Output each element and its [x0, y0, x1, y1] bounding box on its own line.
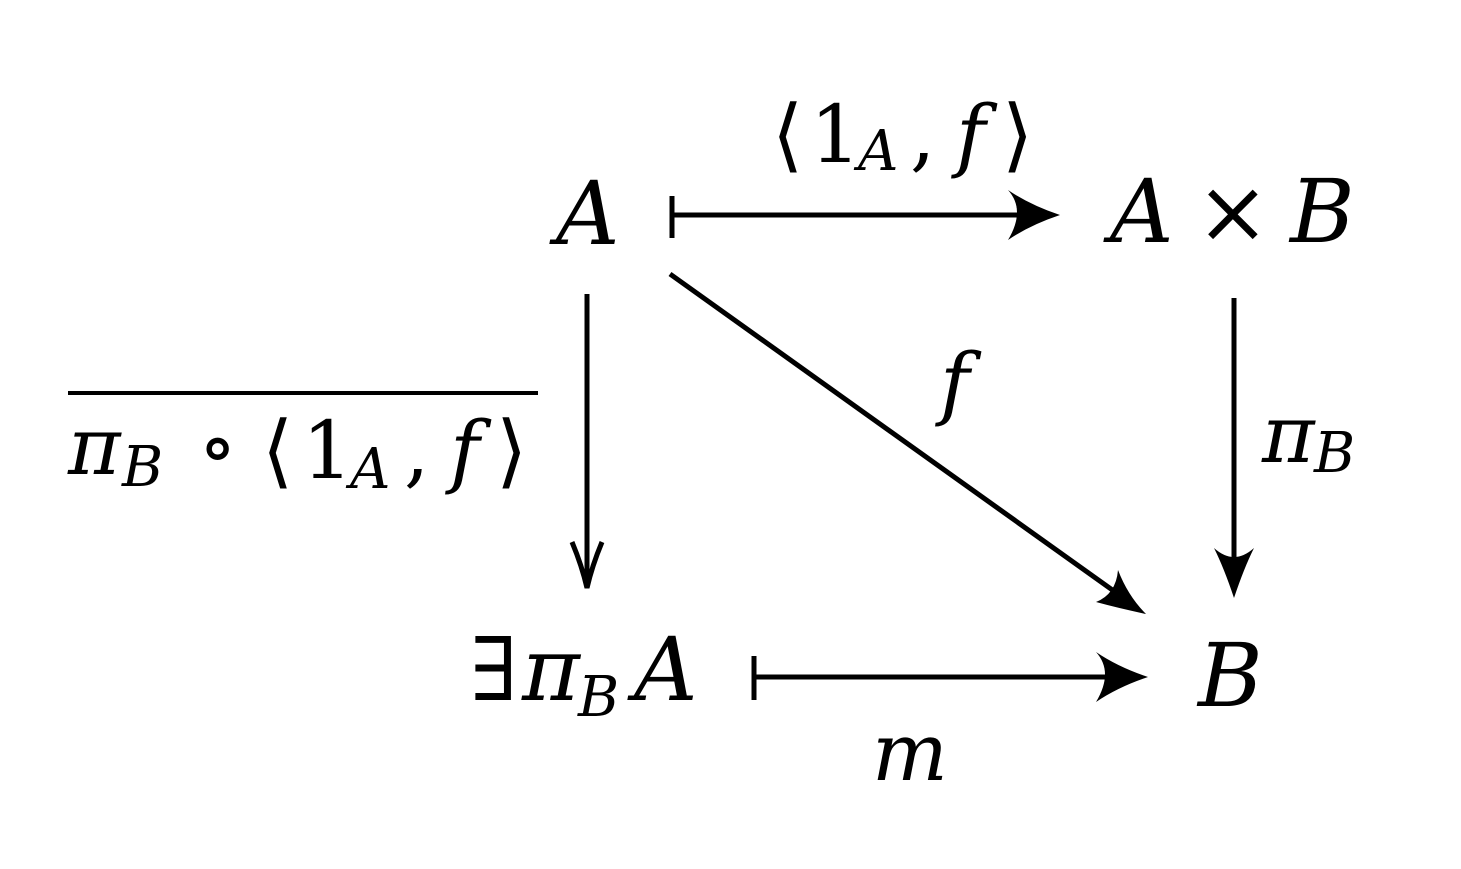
label-top-f: f [951, 88, 998, 181]
arrow-diagonal-head [1096, 570, 1146, 614]
label-left-one: 1 [302, 404, 353, 497]
arrow-left-open-head [569, 541, 605, 589]
arrow-right-head [1214, 548, 1254, 598]
arrow-right-projection [1214, 298, 1254, 598]
label-right-pi-subscript: B [1313, 421, 1355, 486]
arrow-top-head [1008, 190, 1060, 240]
arrow-diagonal-shaft [668, 271, 1134, 607]
label-top-one: 1 [810, 88, 861, 181]
label-top-comma: , [910, 88, 935, 181]
arrow-bottom-mapsto [751, 652, 1148, 702]
node-exists-pi-b-a: ∃ π B A [470, 618, 698, 730]
label-left-open-angle: ⟨ [262, 404, 293, 497]
arrow-top-mapsto [669, 190, 1060, 240]
node-b: B [1196, 624, 1263, 727]
node-exists-a: A [627, 618, 698, 721]
label-right-pi: π [1261, 388, 1316, 481]
label-left-compose: ∘ [198, 400, 237, 493]
arrow-left-vertical [569, 294, 605, 589]
label-left-overlined-composite: π B ∘ ⟨ 1 A , f ⟩ [67, 391, 538, 502]
label-top-pairing: ⟨ 1 A , f ⟩ [772, 88, 1033, 184]
node-exists-pi-subscript: B [577, 665, 619, 730]
label-right-pi-b: π B [1261, 388, 1355, 486]
node-a-times-b-left: A [1103, 160, 1174, 263]
label-left-close-angle: ⟩ [496, 404, 527, 497]
label-left-comma: , [404, 404, 429, 497]
label-left-pi-subscript: B [121, 435, 163, 500]
arrow-diagonal [668, 271, 1146, 614]
label-left-f: f [445, 404, 492, 497]
node-a: A [549, 162, 620, 265]
label-top-close-angle: ⟩ [1002, 88, 1033, 181]
node-a-times-b-right: B [1288, 160, 1355, 263]
arrow-bottom-head [1096, 652, 1148, 702]
label-diagonal-f: f [935, 336, 982, 429]
label-top-open-angle: ⟨ [772, 88, 803, 181]
node-a-times-b-times: × [1196, 160, 1270, 263]
label-left-pi: π [67, 400, 122, 493]
label-bottom-m: m [872, 706, 948, 799]
label-top-one-subscript: A [853, 119, 898, 184]
node-exists-symbol: ∃ [470, 618, 518, 721]
label-left-one-subscript: A [345, 437, 390, 502]
node-a-times-b: A × B [1103, 160, 1355, 263]
node-exists-pi: π [521, 618, 582, 721]
